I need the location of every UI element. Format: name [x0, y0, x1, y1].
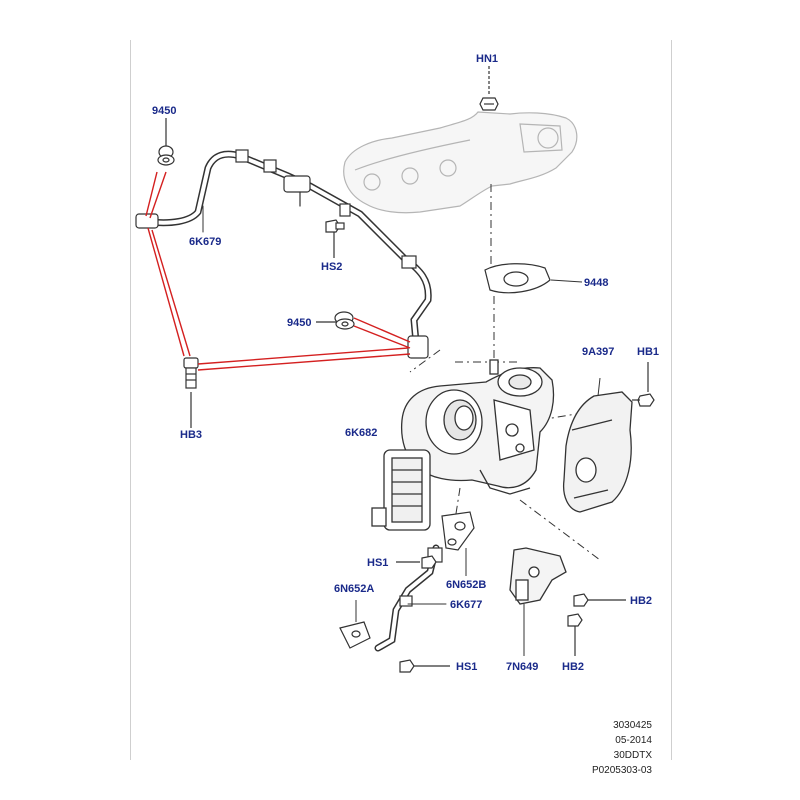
- callout-6k677: 6K677: [450, 599, 482, 611]
- callout-6k682: 6K682: [345, 427, 377, 439]
- part-reference: P0205303-03: [591, 765, 652, 776]
- diagram-frame: [130, 40, 672, 760]
- callout-hb2-right: HB2: [630, 595, 652, 607]
- callout-hb3: HB3: [180, 429, 202, 441]
- engine-code: 30DDTX: [613, 750, 652, 761]
- callout-6k679: 6K679: [189, 236, 221, 248]
- drawing-code: 3030425: [613, 720, 652, 731]
- sealing-washer-9450-mid: [316, 311, 355, 330]
- callout-9448: 9448: [584, 277, 608, 289]
- callout-9450-top: 9450: [152, 105, 176, 117]
- bolt-hs1-top: [396, 555, 437, 569]
- callout-hn1: HN1: [476, 53, 498, 65]
- nut-hn1: [479, 66, 499, 111]
- callout-hb2-bottom: HB2: [562, 661, 584, 673]
- oil-feed-pipe-6k679: [135, 149, 432, 359]
- callout-hs1-bottom: HS1: [456, 661, 477, 673]
- exhaust-manifold: [343, 111, 578, 214]
- bolt-hs1-bottom: [399, 659, 450, 673]
- heat-shield-9a397: [562, 377, 633, 513]
- drawing-date: 05-2014: [615, 735, 652, 746]
- callout-9450-mid: 9450: [287, 317, 311, 329]
- callout-hs1-top: HS1: [367, 557, 388, 569]
- bolt-hb2-right: [573, 593, 626, 607]
- red-leader-lines: [145, 171, 411, 371]
- callout-7n649: 7N649: [506, 661, 538, 673]
- callout-labels: HN1 9450 6K679 HS2 9448 9450 9A397 HB1 H…: [152, 53, 659, 673]
- gasket-6n652a: [339, 600, 371, 649]
- callout-6n652b: 6N652B: [446, 579, 486, 591]
- bolt-hs2: [325, 219, 345, 258]
- turbocharger-6k682: [371, 359, 555, 531]
- callout-6n652a: 6N652A: [334, 583, 374, 595]
- callout-9a397: 9A397: [582, 346, 614, 358]
- gasket-9448: [484, 263, 583, 294]
- assembly-leader-lines: [409, 184, 601, 561]
- bolt-hb1: [632, 362, 655, 407]
- sealing-washer-9450-top: [157, 118, 175, 166]
- gasket-6n652b: [441, 511, 475, 576]
- bolt-hb2-bottom: [567, 613, 583, 656]
- bracket-7n649: [509, 547, 567, 656]
- callout-hb1: HB1: [637, 346, 659, 358]
- callout-hs2: HS2: [321, 261, 342, 273]
- banjo-bolt-hb3: [183, 357, 199, 428]
